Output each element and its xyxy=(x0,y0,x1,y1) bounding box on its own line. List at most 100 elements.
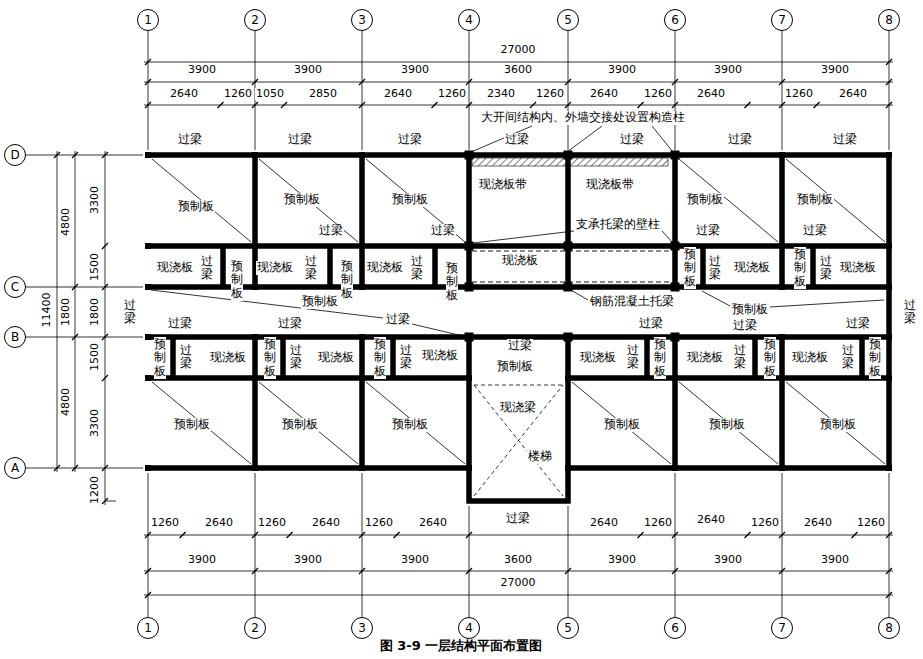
structure-label: 过梁 xyxy=(277,317,303,330)
axis-bubble: 4 xyxy=(458,617,480,639)
structure-label: 过梁 xyxy=(727,133,753,146)
structure-label: 过梁 xyxy=(507,339,533,352)
structure-label: 预制板 xyxy=(391,193,429,206)
structure-label: 预制板 xyxy=(819,418,857,431)
axis-number: 6 xyxy=(671,622,679,634)
structure-label: 过梁 xyxy=(397,133,423,146)
structure-label: 过梁 xyxy=(627,343,639,371)
structure-label: 过梁 xyxy=(400,343,412,371)
dimension-text: 1800 xyxy=(89,297,101,327)
dimension-text: 1260 xyxy=(784,88,814,100)
structure-label: 预制板 xyxy=(301,295,339,308)
structure-label: 预制板 xyxy=(796,193,834,206)
structure-label: 过梁 xyxy=(124,298,136,326)
column xyxy=(564,283,573,292)
structure-label: 预制板 xyxy=(794,247,806,289)
column xyxy=(779,465,785,471)
structure-label: 过梁 xyxy=(385,313,411,326)
structure-label: 过梁 xyxy=(411,254,423,282)
dimension-text: 3600 xyxy=(503,554,533,566)
column xyxy=(252,334,258,340)
column xyxy=(779,334,785,340)
axis-bubble: 2 xyxy=(244,617,266,639)
dimension-text: 1260 xyxy=(535,88,565,100)
column xyxy=(359,152,365,158)
axis-bubble: B xyxy=(4,326,26,348)
column xyxy=(465,151,474,160)
axis-bubble: 1 xyxy=(137,9,159,31)
column xyxy=(145,334,151,340)
dimension-text: 3900 xyxy=(187,554,217,566)
structure-label: 过梁 xyxy=(732,319,758,332)
axis-number: 7 xyxy=(778,622,786,634)
axis-number: 4 xyxy=(465,622,473,634)
structure-label: 过梁 xyxy=(318,224,344,237)
column xyxy=(252,465,258,471)
axis-number: D xyxy=(10,149,19,161)
structure-label: 过梁 xyxy=(287,133,313,146)
axis-bubble: 5 xyxy=(557,9,579,31)
dimension-text: 2640 xyxy=(589,517,619,529)
columns xyxy=(145,151,892,472)
dimension-text: 2640 xyxy=(418,517,448,529)
structure-label: 预制板 xyxy=(283,193,321,206)
axis-number: 8 xyxy=(885,14,893,26)
dimension-text: 1200 xyxy=(89,475,101,505)
axis-bubble: 3 xyxy=(351,9,373,31)
axis-number: 8 xyxy=(885,622,893,634)
axis-number: B xyxy=(11,331,19,343)
structure-label: 过梁 xyxy=(505,512,531,525)
structure-label: 现浇板 xyxy=(317,351,355,364)
column xyxy=(671,242,680,251)
dimension-text: 1260 xyxy=(364,517,394,529)
column xyxy=(145,375,151,381)
structure-label: 预制板 xyxy=(654,337,666,379)
structure-label: 现浇板 xyxy=(501,254,539,267)
structure-label: 预制板 xyxy=(264,337,276,379)
column xyxy=(252,152,258,158)
dimension-text: 1500 xyxy=(89,252,101,282)
tie-beam xyxy=(472,251,672,282)
dimension-text: 3300 xyxy=(89,185,101,215)
structure-label: 现浇板带 xyxy=(478,178,528,191)
dimension-text: 1500 xyxy=(89,342,101,372)
axis-number: 5 xyxy=(564,622,572,634)
column xyxy=(359,284,365,290)
structure-label: 过梁 xyxy=(638,317,664,330)
axis-bubble: 1 xyxy=(137,617,159,639)
structure-label: 预制板 xyxy=(684,247,696,289)
axis-bubble: 2 xyxy=(244,9,266,31)
structure-label: 预制板 xyxy=(374,337,386,379)
structure-label: 过梁 xyxy=(180,343,192,371)
structure-label: 预制板 xyxy=(281,418,319,431)
structure-label: 预制板 xyxy=(177,200,215,213)
column xyxy=(671,283,680,292)
dimension-text: 1260 xyxy=(750,517,780,529)
column xyxy=(886,334,892,340)
dimension-text: 3900 xyxy=(293,64,323,76)
column xyxy=(779,152,785,158)
column xyxy=(886,284,892,290)
structure-label: 过梁 xyxy=(842,343,854,371)
axis-bubble: 6 xyxy=(664,617,686,639)
dimension-text: 1800 xyxy=(60,297,72,327)
dimension-text: 1260 xyxy=(856,517,886,529)
dimension-text: 2640 xyxy=(383,88,413,100)
structure-label: 现浇板 xyxy=(209,351,247,364)
column xyxy=(564,333,573,342)
dimension-text: 1260 xyxy=(257,517,287,529)
structure-label: 现浇板带 xyxy=(585,178,635,191)
column xyxy=(886,152,892,158)
column xyxy=(145,284,151,290)
structure-label: 现浇板 xyxy=(256,261,294,274)
structure-label: 现浇板 xyxy=(156,261,194,274)
dimension-text: 4800 xyxy=(60,387,72,417)
structure-label: 预制板 xyxy=(231,259,243,301)
column xyxy=(671,333,680,342)
structure-label: 预制板 xyxy=(603,418,641,431)
dimension-text: 2340 xyxy=(486,88,516,100)
structure-label: 支承托梁的壁柱 xyxy=(575,218,661,231)
column xyxy=(145,152,151,158)
dimension-lines xyxy=(57,62,893,595)
